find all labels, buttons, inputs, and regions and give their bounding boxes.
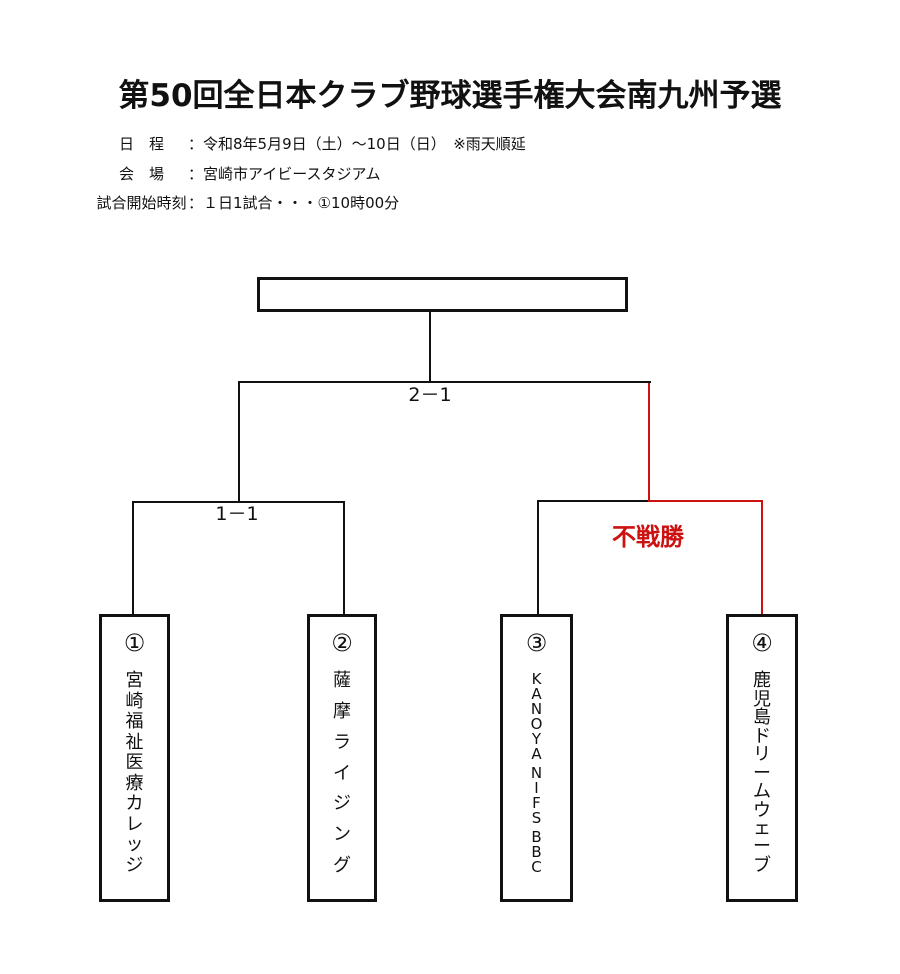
team-4-name: 鹿児島ドリームウェーブ: [753, 670, 771, 876]
champion-box: [257, 277, 628, 312]
champion-stem-line: [429, 311, 431, 382]
team-2-name: 薩摩ライジング: [333, 670, 351, 876]
info-value-schedule: ：令和8年5月9日（土）～10日（日） ※雨天順延: [188, 135, 526, 153]
team4-leg-highlight-line: [761, 500, 763, 614]
team1-leg-line: [132, 501, 134, 614]
team-4-seed: ④: [751, 629, 773, 657]
team2-leg-line: [343, 501, 345, 614]
team-box-4: ④ 鹿児島ドリームウェーブ: [726, 614, 798, 902]
team-1-seed: ①: [123, 629, 146, 657]
team-1-name: 宮崎福祉医療カレッジ: [125, 670, 144, 876]
walkover-label: 不戦勝: [612, 523, 684, 551]
team-2-seed: ②: [331, 629, 353, 657]
info-label-start-time: 試合開始時刻: [96, 194, 187, 212]
walkover-winner-stem-line: [648, 383, 650, 502]
semifinal-right-bar-line: [537, 500, 649, 502]
final-score-label: 2－1: [408, 384, 452, 406]
page-title: 第50回全日本クラブ野球選手権大会南九州予選: [118, 78, 782, 114]
team-box-1: ① 宮崎福祉医療カレッジ: [99, 614, 170, 902]
team3-leg-line: [537, 500, 539, 614]
final-bar-line: [238, 381, 651, 383]
team-box-2: ② 薩摩ライジング: [307, 614, 377, 902]
semifinal-right-bar-highlight-line: [648, 500, 763, 502]
info-value-start-time: ：１日1試合・・・①10時00分: [188, 194, 400, 212]
semifinal-left-stem-line: [238, 381, 240, 503]
semifinal-left-score-label: 1－1: [215, 503, 259, 525]
info-row-start-time: 試合開始時刻 ：１日1試合・・・①10時00分: [95, 194, 399, 212]
semifinal-left-bar-line: [132, 501, 345, 503]
info-label-venue: 会 場: [118, 165, 164, 183]
info-label-schedule: 日 程: [118, 135, 164, 153]
info-row-schedule: 日 程 ：令和8年5月9日（土）～10日（日） ※雨天順延: [95, 135, 526, 153]
info-value-venue: ：宮崎市アイビースタジアム: [188, 165, 381, 183]
info-row-venue: 会 場 ：宮崎市アイビースタジアム: [95, 165, 380, 183]
team-3-seed: ③: [525, 629, 548, 657]
